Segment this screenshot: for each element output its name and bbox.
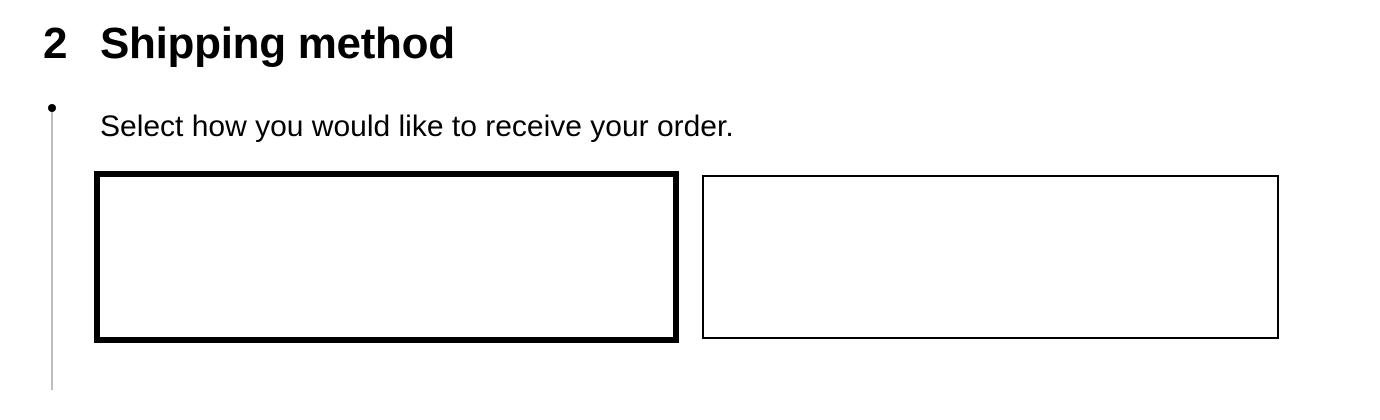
timeline-dot-icon bbox=[48, 104, 56, 112]
step-title: Shipping method bbox=[100, 19, 455, 68]
step-number: 2 bbox=[43, 19, 68, 68]
timeline-line bbox=[51, 108, 53, 390]
step-description: Select how you would like to receive you… bbox=[100, 110, 734, 143]
shipping-option-2-card[interactable] bbox=[702, 175, 1279, 339]
shipping-option-1-card[interactable] bbox=[94, 171, 679, 343]
